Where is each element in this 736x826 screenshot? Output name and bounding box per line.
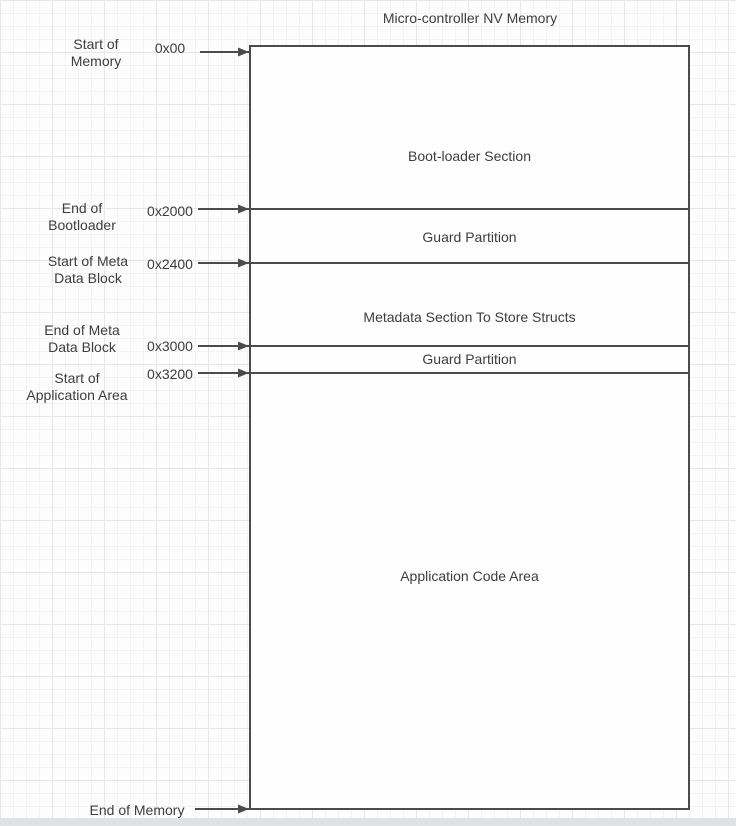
address-label-0x2400[interactable]: 0x2400 (147, 256, 193, 272)
section-label-bootloader[interactable]: Boot-loader Section (408, 148, 531, 164)
section-label-guard-partition-2[interactable]: Guard Partition (422, 351, 517, 367)
section-label-metadata[interactable]: Metadata Section To Store Structs (363, 309, 576, 325)
section-label-application-code[interactable]: Application Code Area (400, 568, 539, 584)
marker-label-start-of-memory[interactable]: Start of Memory (70, 36, 122, 69)
marker-label-start-of-meta-data-block[interactable]: Start of Meta Data Block (47, 253, 129, 286)
section-divider-0x3200[interactable] (250, 372, 689, 374)
memory-box[interactable] (249, 45, 690, 810)
section-divider-0x2000[interactable] (250, 208, 689, 210)
marker-label-end-of-memory[interactable]: End of Memory (89, 802, 185, 818)
address-label-0x2000[interactable]: 0x2000 (147, 203, 193, 219)
address-label-0x00[interactable]: 0x00 (154, 40, 186, 56)
marker-label-start-of-application-area[interactable]: Start of Application Area (26, 370, 128, 403)
section-divider-0x2400[interactable] (250, 262, 689, 264)
section-divider-0x3000[interactable] (250, 345, 689, 347)
address-label-0x3000[interactable]: 0x3000 (147, 338, 193, 354)
diagram-title[interactable]: Micro-controller NV Memory (382, 10, 558, 26)
address-label-0x3200[interactable]: 0x3200 (147, 366, 193, 382)
marker-label-end-of-bootloader[interactable]: End of Bootloader (48, 200, 116, 233)
section-label-guard-partition-1[interactable]: Guard Partition (422, 229, 517, 245)
canvas-bottom-edge (0, 818, 736, 826)
marker-label-end-of-meta-data-block[interactable]: End of Meta Data Block (44, 322, 120, 355)
